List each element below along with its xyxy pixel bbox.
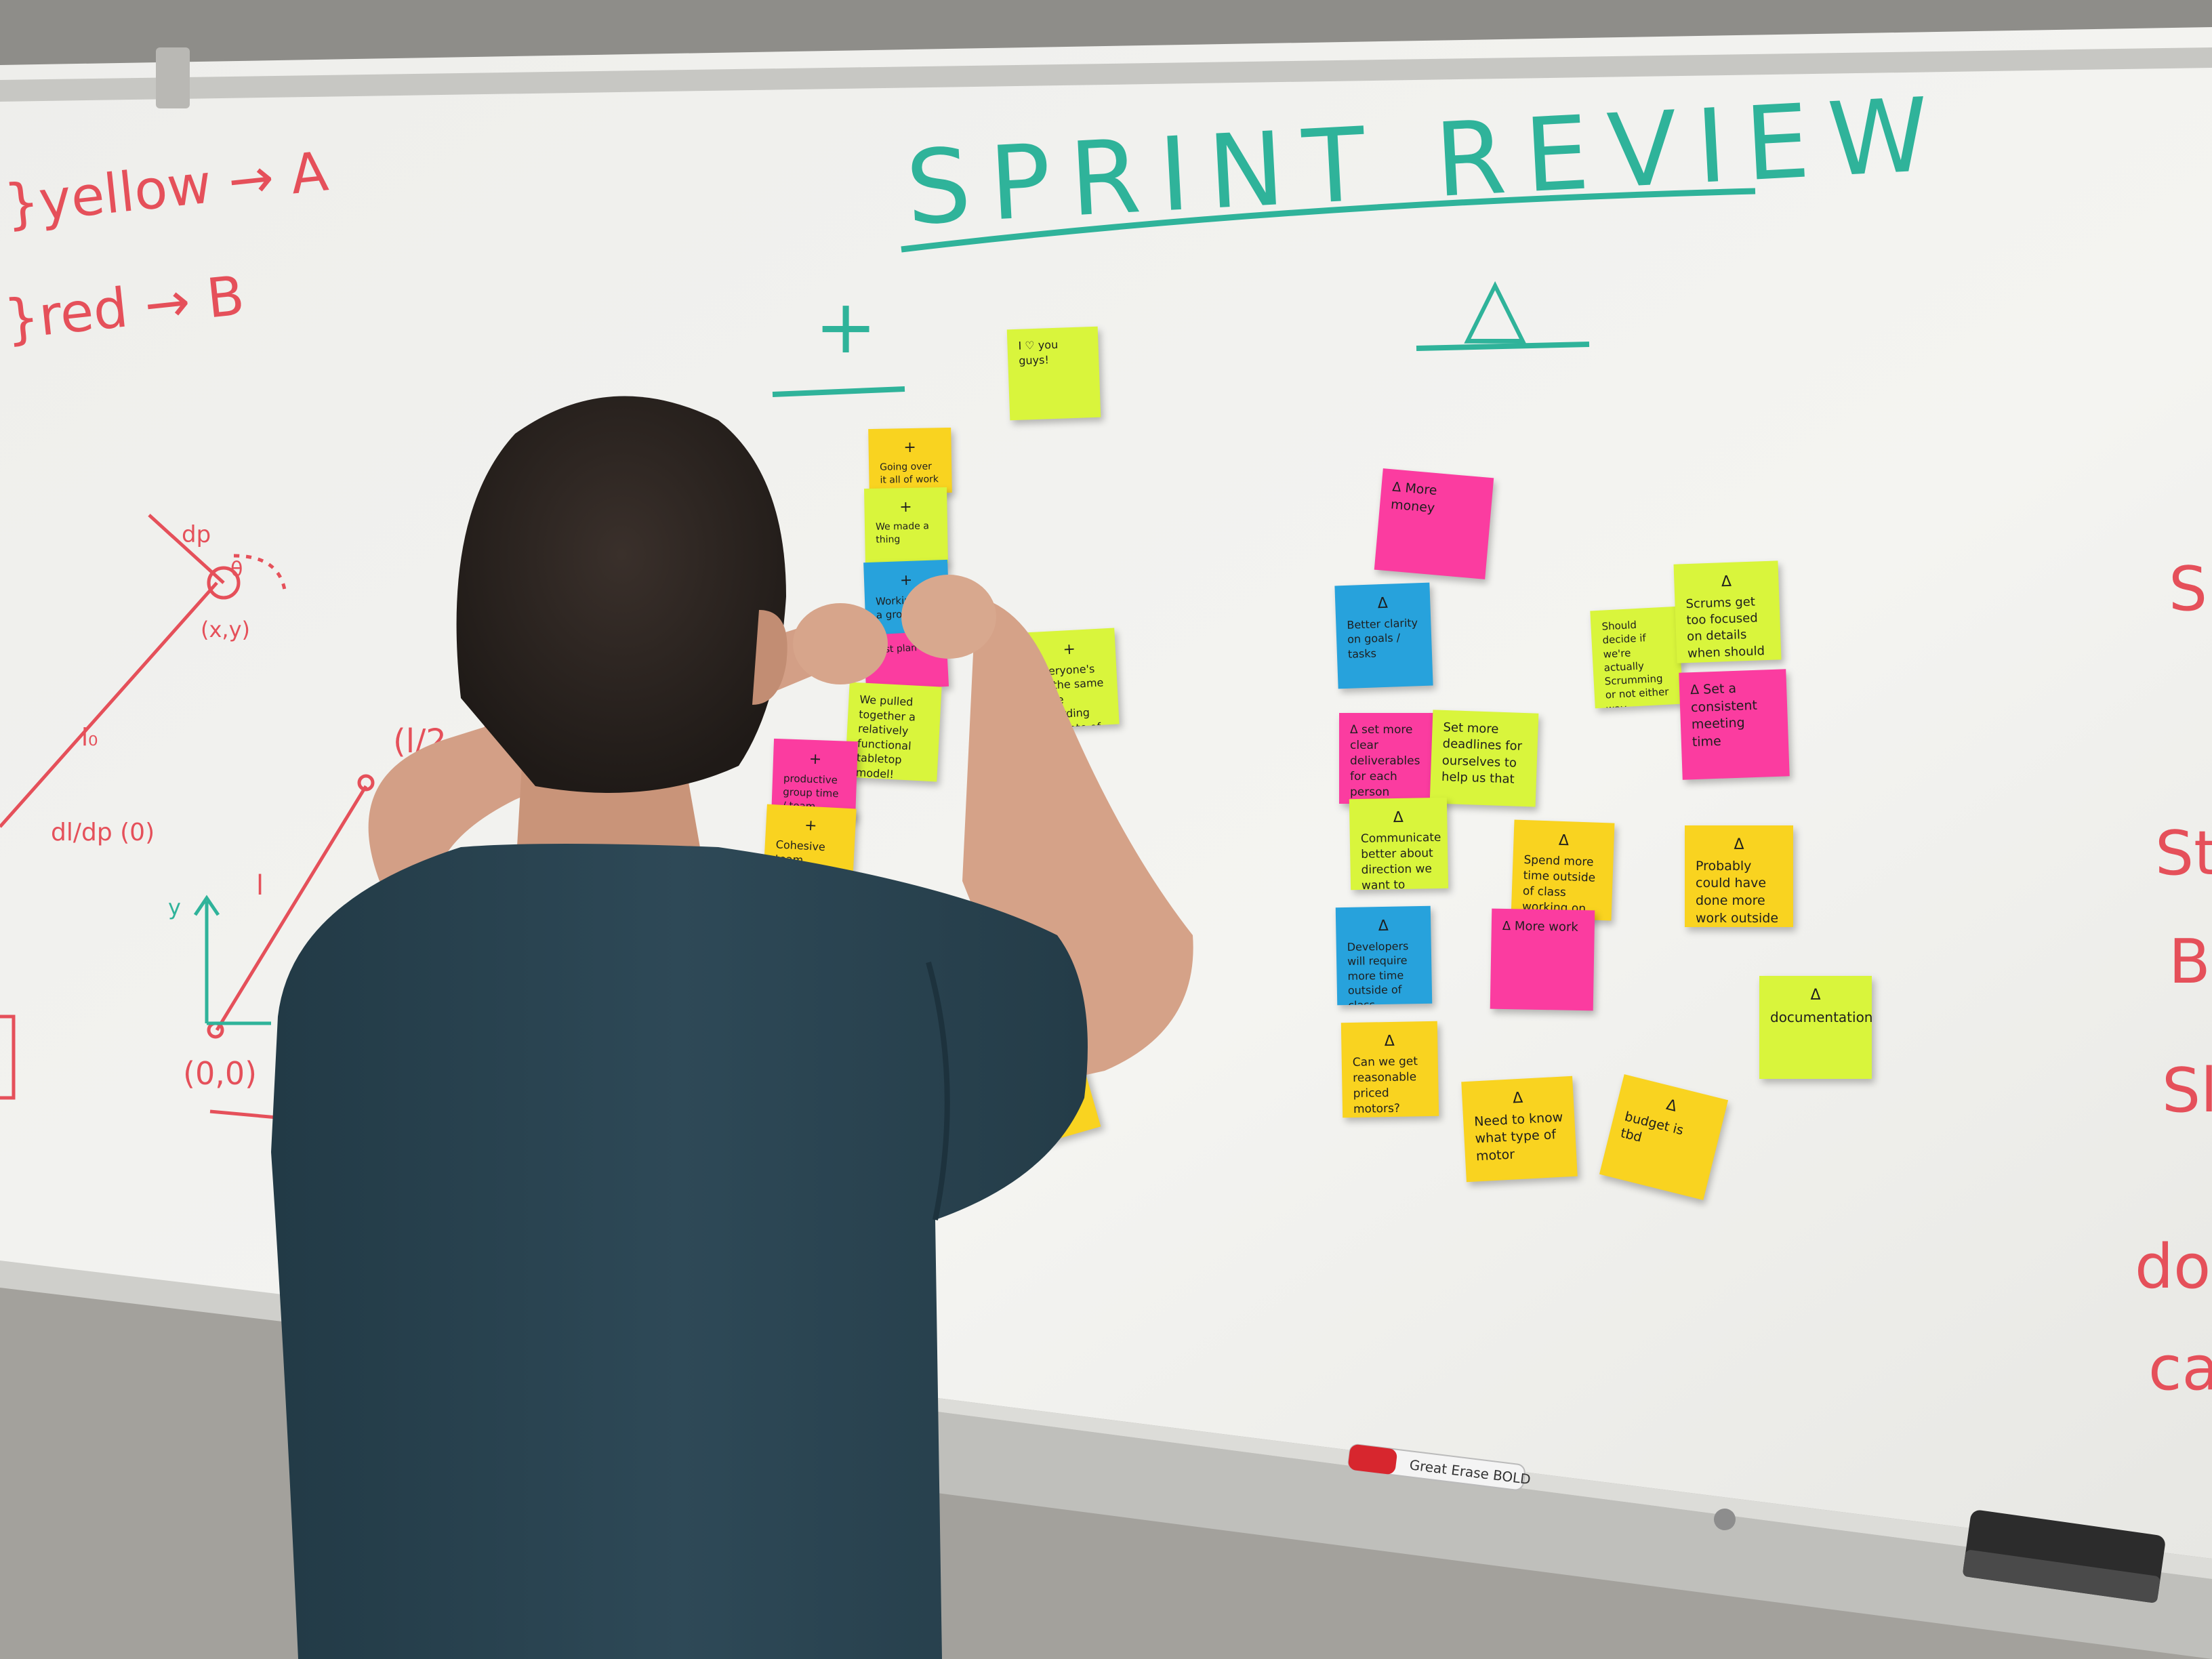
formula-theta-label: θ <box>230 558 243 581</box>
formula-joint-circle <box>207 566 241 600</box>
note-text: Δ More work <box>1502 918 1578 935</box>
right-edge-letter-3: B <box>2169 926 2211 998</box>
note-symbol: Δ <box>1810 987 1821 1004</box>
eraser[interactable] <box>1962 1509 2166 1603</box>
sticky-note-lime[interactable]: We pulled together a relatively function… <box>844 682 942 782</box>
sticky-note-pink[interactable]: Δ More work <box>1490 908 1595 1011</box>
delta-header-underline <box>1416 342 1590 351</box>
note-text: Should decide if we're actually Scrummin… <box>1601 618 1669 709</box>
formula-bracket <box>0 1015 16 1100</box>
sticky-note-yellow[interactable]: Δ Need to know what type of motor <box>1461 1076 1578 1183</box>
note-text: Developers will require more time outsid… <box>1347 939 1409 1006</box>
note-text: Set more deadlines for ourselves to help… <box>1441 720 1523 787</box>
note-symbol: Δ <box>1558 832 1570 850</box>
sticky-note-pink[interactable]: Δ More money <box>1374 468 1494 579</box>
note-text: Scrums get too focused on details when s… <box>1685 594 1765 663</box>
note-text: We pulled together a relatively function… <box>855 693 916 781</box>
delta-column-header: △ <box>1464 259 1526 353</box>
formula-y-axis <box>193 895 220 1023</box>
formula-l-label: l <box>256 870 264 901</box>
sticky-note-lime[interactable]: Δ Communicate better about direction we w… <box>1349 797 1449 890</box>
marker-tray-lip <box>922 1396 2212 1579</box>
sticky-note-pink[interactable]: Δ set more clear deliverables for each p… <box>1339 713 1435 804</box>
sticky-note-pink[interactable]: first plan <box>863 630 949 691</box>
sticky-note-lime[interactable]: + Everyone's on the same page regarding t… <box>1022 628 1120 729</box>
note-text: I ♡ you guys! <box>1018 337 1059 367</box>
formula-origin-label: (0,0) <box>183 1055 257 1092</box>
note-symbol: Δ <box>1377 594 1389 613</box>
sticky-note-blue[interactable]: Δ Better clarity on goals / tasks <box>1334 582 1433 689</box>
note-symbol: + <box>808 750 822 769</box>
note-symbol: Δ <box>1512 1089 1523 1107</box>
tray-screw <box>1714 1509 1736 1530</box>
plus-column-header: + <box>815 283 877 370</box>
plus-header-underline <box>772 386 905 397</box>
right-edge-letter-2: St <box>2155 818 2212 889</box>
note-symbol: + <box>899 498 912 516</box>
note-text: Going over it all of work <box>880 461 939 486</box>
sticky-note-lime[interactable]: + We made a thing <box>864 487 948 565</box>
sticky-note-lime[interactable]: Δ Scrums get too focused on details when … <box>1673 560 1782 663</box>
note-text: Better clarity on goals / tasks <box>1347 615 1418 661</box>
sticky-note-lime[interactable]: I ♡ you guys! <box>1006 326 1101 421</box>
board-bottom-frame-left <box>0 1261 339 1328</box>
formula-diagonal-line <box>0 581 218 828</box>
note-symbol: Δ <box>1721 573 1732 591</box>
right-edge-letter-1: S <box>2169 554 2207 625</box>
note-text: Cohesive team <box>775 838 826 867</box>
note-text: first plan <box>874 642 918 656</box>
sticky-note-lime[interactable]: Set more deadlines for ourselves to help… <box>1429 710 1539 807</box>
note-text: Probably could have done more work outsi… <box>1696 858 1779 926</box>
formula-dp-label: dp <box>182 521 211 548</box>
sticky-note-yellow[interactable]: Δ Probably could have done more work outs… <box>1685 825 1793 927</box>
sticky-note-blue[interactable]: Δ Developers will require more time outsi… <box>1335 905 1433 1006</box>
note-symbol: Δ <box>1384 1032 1395 1050</box>
note-text: We made a thing <box>875 520 929 546</box>
note-text: Can we get reasonable priced motors? <box>1352 1054 1418 1116</box>
formula-derivative-label: dl/dp (0) <box>51 819 155 846</box>
sticky-note-lime[interactable]: Should decide if we're actually Scrummin… <box>1590 606 1683 709</box>
note-symbol: + <box>804 817 818 835</box>
right-edge-letter-6: ca <box>2148 1333 2212 1404</box>
formula-y-label: y <box>168 895 181 920</box>
note-symbol: + <box>899 571 913 590</box>
board-top-frame <box>0 0 2212 65</box>
note-text: Δ set more clear deliverables for each p… <box>1350 723 1420 799</box>
note-text: Need to know what type of motor <box>1473 1109 1563 1164</box>
title-underline <box>901 188 1756 253</box>
sticky-note-pink[interactable]: Δ Set a consistent meeting time <box>1679 669 1790 780</box>
formula-arm-line <box>148 514 225 584</box>
note-text: Communicate better about direction we wa… <box>1360 830 1441 890</box>
sticky-note-yellow[interactable]: + Going over it all of work <box>868 427 952 495</box>
note-symbol: Δ <box>1393 808 1404 827</box>
right-edge-letter-5: do <box>2135 1231 2211 1303</box>
sticky-note-yellow[interactable]: + Cohesive team <box>762 804 857 908</box>
note-symbol: Δ <box>1734 836 1744 853</box>
note-text: Δ More money <box>1390 479 1438 516</box>
formula-point-label: (l/2, √3/2 l) <box>393 722 572 760</box>
board-top-trim <box>0 47 2212 102</box>
formula-xy-label: (x,y) <box>201 617 250 642</box>
sticky-note-blue[interactable]: + Working as a group <box>863 559 950 638</box>
note-symbol: Δ <box>1378 917 1389 935</box>
sticky-note-yellow[interactable]: Δ Can we get reasonable priced motors? <box>1340 1021 1439 1118</box>
board-clip <box>156 47 190 108</box>
note-symbol: + <box>1062 640 1076 659</box>
marker-tray <box>922 1410 2212 1659</box>
note-symbol: + <box>903 438 917 457</box>
note-text: documentation! <box>1770 1008 1872 1025</box>
note-text: Δ Set a consistent meeting time <box>1689 680 1758 750</box>
note-text: Everyone's on the same page regarding th… <box>1034 661 1104 729</box>
right-edge-letter-4: Sl <box>2162 1055 2212 1126</box>
note-text: Working as a group <box>875 593 933 621</box>
